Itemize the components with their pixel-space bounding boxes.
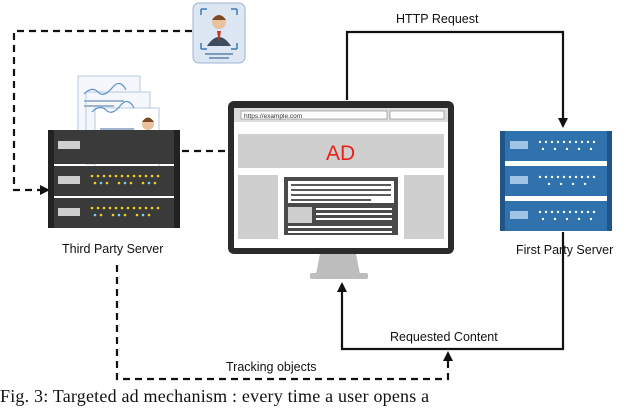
figure-caption: Fig. 3: Targeted ad mechanism : every ti… bbox=[0, 386, 430, 406]
http-request-label: HTTP Request bbox=[396, 12, 479, 26]
user-profile-icon bbox=[192, 2, 246, 64]
requested-content-label: Requested Content bbox=[390, 330, 498, 344]
third-party-server-label: Third Party Server bbox=[62, 242, 164, 256]
first-party-server-label: First Party Server bbox=[516, 243, 614, 257]
tracking-objects-edge bbox=[115, 265, 453, 381]
diagram-svg: https://example.com AD bbox=[12, 2, 612, 381]
third-party-server-icon bbox=[48, 130, 180, 228]
requested-content-edge bbox=[337, 232, 565, 351]
profile-to-server-edge bbox=[12, 29, 192, 195]
browser-url-text: https://example.com bbox=[244, 113, 302, 120]
tracking-objects-label: Tracking objects bbox=[226, 360, 317, 374]
user-monitor-icon bbox=[228, 101, 454, 279]
http-request-edge bbox=[345, 30, 568, 128]
first-party-server-icon bbox=[500, 131, 612, 231]
ad-label: AD bbox=[326, 142, 355, 165]
